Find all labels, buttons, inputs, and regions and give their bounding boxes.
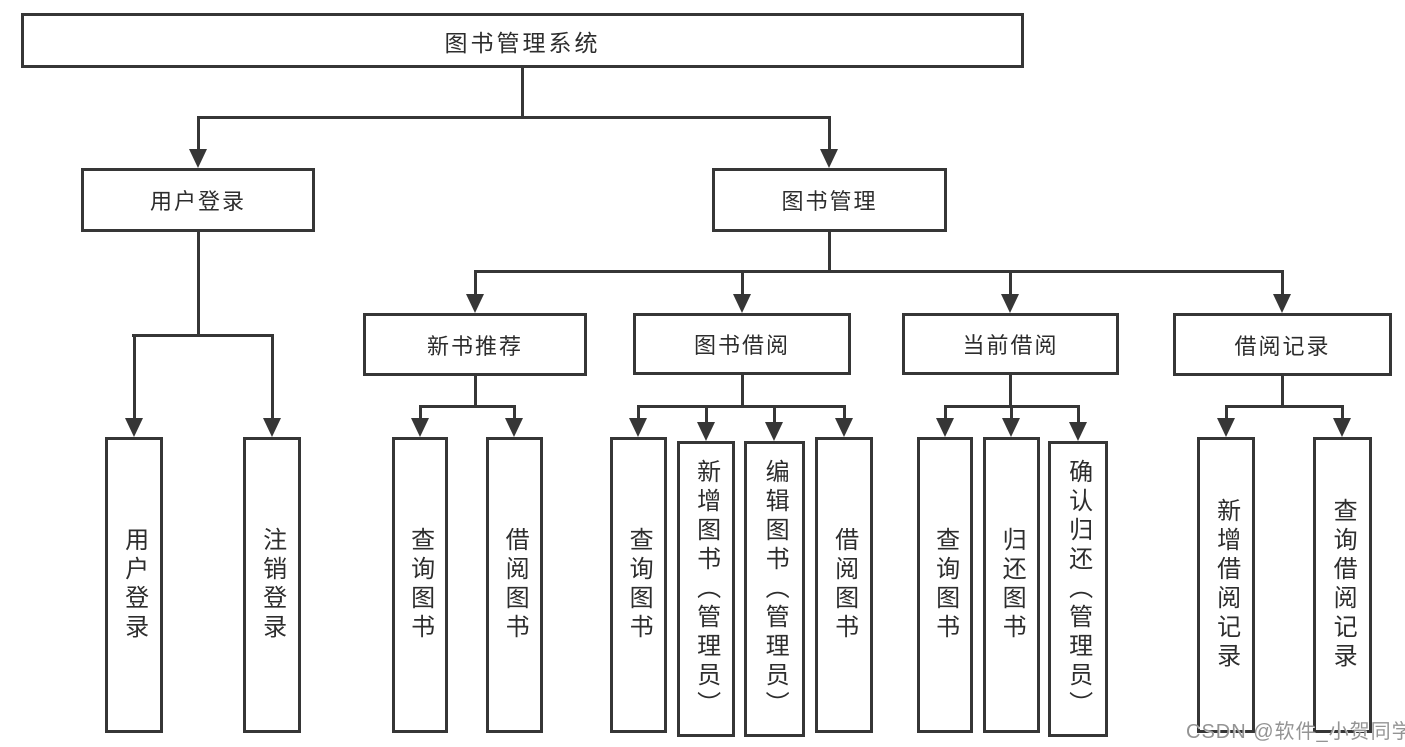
connector-line (271, 334, 274, 420)
connector-line (705, 405, 708, 424)
leaf-confirm-return-admin: 确认归还（管理员） (1048, 441, 1108, 737)
connector-line (741, 375, 744, 408)
connector-line (197, 116, 200, 151)
connector-arrowhead (263, 418, 281, 437)
leaf-query-book-borrow: 查询图书 (610, 437, 667, 733)
connector-line (197, 232, 200, 337)
leaf-logout-label: 注销登录 (258, 527, 286, 643)
connector-line (843, 405, 846, 420)
connector-arrowhead (697, 422, 715, 441)
leaf-query-book-recommend-label: 查询图书 (406, 527, 434, 643)
connector-line (828, 116, 831, 151)
connector-line (773, 405, 776, 424)
leaf-user-login: 用户登录 (105, 437, 163, 733)
leaf-query-borrow-record: 查询借阅记录 (1313, 437, 1372, 733)
connector-arrowhead (765, 422, 783, 441)
connector-line (197, 116, 831, 119)
leaf-edit-book-admin: 编辑图书（管理员） (744, 441, 805, 737)
connector-line (1225, 405, 1344, 408)
leaf-borrow-book-recommend: 借阅图书 (486, 437, 543, 733)
node-book-borrow-label: 图书借阅 (693, 333, 790, 358)
connector-arrowhead (820, 149, 838, 168)
node-book-management: 图书管理 (712, 168, 947, 232)
connector-arrowhead (411, 418, 429, 437)
leaf-query-book-current: 查询图书 (917, 437, 973, 733)
connector-arrowhead (1217, 418, 1235, 437)
connector-line (944, 405, 947, 420)
connector-line (741, 270, 744, 296)
node-new-book-recommend-label: 新书推荐 (426, 333, 523, 359)
node-user-login: 用户登录 (81, 168, 315, 232)
connector-line (132, 334, 274, 337)
leaf-user-login-label: 用户登录 (120, 527, 148, 643)
node-current-borrow: 当前借阅 (902, 313, 1119, 375)
connector-line (1281, 270, 1284, 296)
connector-arrowhead (505, 418, 523, 437)
connector-line (637, 405, 640, 420)
node-new-book-recommend: 新书推荐 (363, 313, 587, 376)
leaf-logout: 注销登录 (243, 437, 301, 733)
leaf-add-borrow-record: 新增借阅记录 (1197, 437, 1255, 733)
connector-line (1077, 405, 1080, 424)
leaf-query-book-recommend: 查询图书 (392, 437, 448, 733)
connector-line (1281, 376, 1284, 408)
leaf-confirm-return-admin-label: 确认归还（管理员） (1064, 458, 1092, 720)
connector-arrowhead (125, 418, 143, 437)
leaf-add-book-admin: 新增图书（管理员） (677, 441, 735, 737)
connector-arrowhead (1002, 418, 1020, 437)
leaf-query-book-borrow-label: 查询图书 (625, 527, 653, 643)
connector-line (1009, 270, 1012, 296)
node-root-label: 图书管理系统 (444, 29, 601, 56)
node-current-borrow-label: 当前借阅 (962, 333, 1059, 358)
connector-line (521, 68, 524, 119)
connector-arrowhead (1273, 294, 1291, 313)
connector-line (828, 232, 831, 273)
leaf-borrow-book-borrow-label: 借阅图书 (830, 527, 858, 643)
node-book-management-label: 图书管理 (781, 189, 878, 214)
leaf-borrow-book-borrow: 借阅图书 (815, 437, 873, 733)
leaf-add-book-admin-label: 新增图书（管理员） (692, 458, 720, 720)
connector-line (474, 376, 477, 408)
connector-line (1341, 405, 1344, 420)
connector-arrowhead (1001, 294, 1019, 313)
connector-line (419, 405, 516, 408)
leaf-edit-book-admin-label: 编辑图书（管理员） (761, 458, 789, 720)
connector-line (133, 334, 136, 420)
connector-line (1225, 405, 1228, 420)
connector-line (1010, 405, 1013, 420)
watermark-text: CSDN @软件_小贺同学 (1186, 721, 1405, 743)
leaf-return-book: 归还图书 (983, 437, 1040, 733)
connector-arrowhead (1069, 422, 1087, 441)
connector-arrowhead (189, 149, 207, 168)
node-root: 图书管理系统 (21, 13, 1024, 68)
connector-line (1009, 375, 1012, 408)
connector-line (419, 405, 422, 420)
connector-line (513, 405, 516, 420)
leaf-return-book-label: 归还图书 (998, 527, 1026, 643)
leaf-borrow-book-recommend-label: 借阅图书 (501, 527, 529, 643)
connector-arrowhead (1333, 418, 1351, 437)
connector-arrowhead (629, 418, 647, 437)
connector-arrowhead (466, 294, 484, 313)
node-borrow-records-label: 借阅记录 (1234, 333, 1331, 359)
leaf-query-borrow-record-label: 查询借阅记录 (1329, 498, 1357, 672)
node-book-borrow: 图书借阅 (633, 313, 851, 375)
connector-arrowhead (936, 418, 954, 437)
connector-line (474, 270, 477, 296)
leaf-add-borrow-record-label: 新增借阅记录 (1212, 498, 1240, 672)
node-user-login-label: 用户登录 (149, 189, 246, 214)
connector-line (474, 270, 1284, 273)
connector-line (637, 405, 846, 408)
leaf-query-book-current-label: 查询图书 (931, 527, 959, 643)
node-borrow-records: 借阅记录 (1173, 313, 1392, 376)
connector-arrowhead (835, 418, 853, 437)
connector-arrowhead (733, 294, 751, 313)
